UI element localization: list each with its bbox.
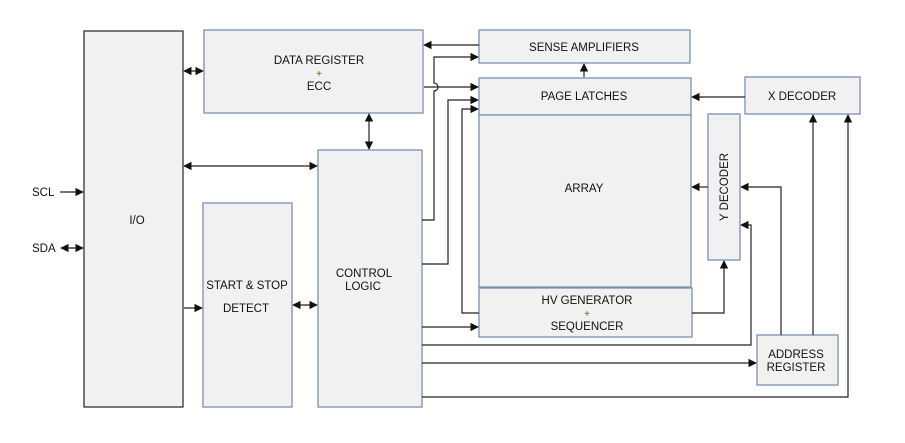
data-register-plus: + <box>316 69 322 80</box>
io-block: I/O <box>83 30 184 408</box>
control-to-page-latches-wire <box>422 95 479 265</box>
scl-pin-label: SCL <box>32 187 55 199</box>
data-register-block: DATA REGISTER + ECC <box>203 29 424 114</box>
address-to-y-decoder-wire <box>740 182 782 335</box>
hv-to-y-decoder-wire <box>692 260 729 314</box>
address-label: ADDRESS <box>768 349 824 361</box>
control-to-y-decoder-wire <box>422 220 752 346</box>
hv-generator-plus: + <box>584 309 590 320</box>
register-label: REGISTER <box>767 362 826 374</box>
control-to-x-decoder-wire <box>422 114 853 398</box>
y-decoder-block: Y DECODER <box>707 113 741 261</box>
control-to-sense-amp-wire <box>422 52 479 221</box>
page-latches-block: PAGE LATCHES <box>478 77 692 116</box>
hv-to-page-latches-wire <box>461 104 479 314</box>
io-label: I/O <box>129 215 144 227</box>
start-stop-detect-block: START & STOP DETECT <box>202 202 293 408</box>
ecc-label: ECC <box>307 81 331 93</box>
array-block: ARRAY <box>478 114 692 288</box>
hv-generator-label: HV GENERATOR <box>542 295 633 307</box>
address-register-block: ADDRESS REGISTER <box>756 334 839 386</box>
x-decoder-block: X DECODER <box>744 76 861 115</box>
sda-pin-label: SDA <box>32 243 56 255</box>
control-logic-block: CONTROL LOGIC <box>317 149 423 408</box>
control-label: CONTROL <box>336 268 393 280</box>
detect-label: DETECT <box>223 303 269 315</box>
y-decoder-label: Y DECODER <box>719 153 731 221</box>
sense-amplifiers-block: SENSE AMPLIFIERS <box>478 29 691 64</box>
array-label: ARRAY <box>565 183 604 195</box>
start-stop-label: START & STOP <box>206 280 288 292</box>
x-decoder-label: X DECODER <box>768 91 836 103</box>
page-latches-label: PAGE LATCHES <box>541 91 628 103</box>
sequencer-label: SEQUENCER <box>551 321 624 333</box>
data-register-label: DATA REGISTER <box>274 55 364 67</box>
sense-amplifiers-label: SENSE AMPLIFIERS <box>529 42 639 54</box>
hv-generator-block: HV GENERATOR + SEQUENCER <box>478 287 693 338</box>
logic-label: LOGIC <box>345 281 381 293</box>
